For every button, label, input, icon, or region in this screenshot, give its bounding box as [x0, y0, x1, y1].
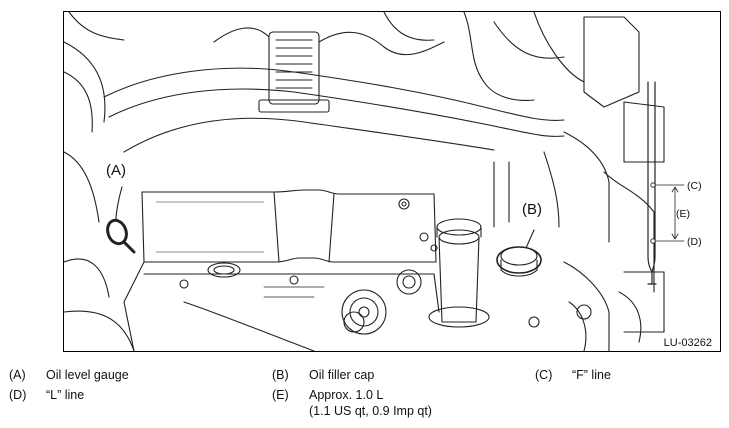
- engine-illustration: (A) (B) (C) (E) (D) LU-03262: [64, 12, 712, 351]
- callout-d: (D): [687, 236, 702, 248]
- engine-diagram-figure: (A) (B) (C) (E) (D) LU-03262: [63, 11, 721, 352]
- callout-c: (C): [687, 180, 702, 192]
- callout-b: (B): [522, 201, 542, 218]
- callout-a: (A): [106, 162, 126, 179]
- figure-code: LU-03262: [664, 337, 712, 349]
- callout-e: (E): [676, 208, 690, 220]
